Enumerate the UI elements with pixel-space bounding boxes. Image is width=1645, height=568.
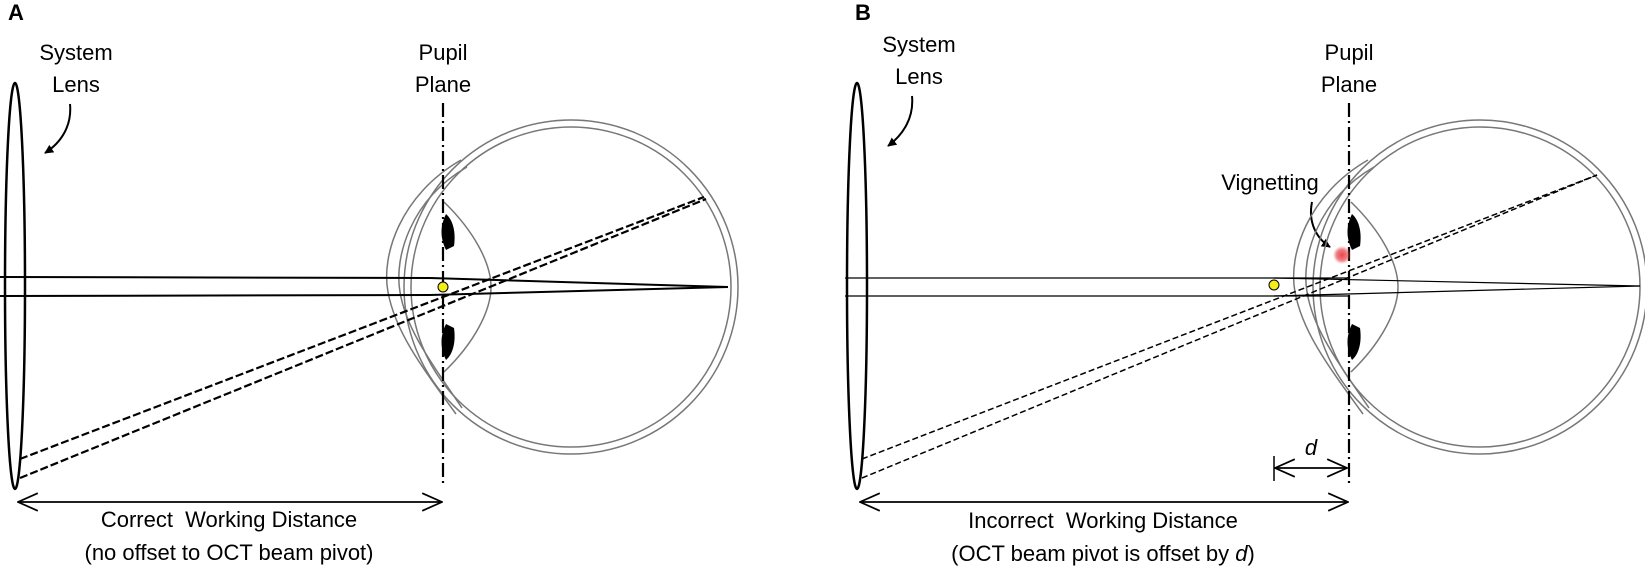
panel-b-distance-note-prefix: (OCT beam pivot is offset by xyxy=(951,541,1235,566)
panel-b-dashed-beam xyxy=(861,174,1598,479)
panel-a-lens-label-line1: System xyxy=(39,40,112,65)
panel-b-distance-note-suffix: ) xyxy=(1248,541,1255,566)
panel-b-letter: B xyxy=(855,0,871,25)
panel-a-pupil-label-line1: Pupil xyxy=(419,40,468,65)
panel-b-vignetting-spot xyxy=(1333,246,1351,264)
panel-b-distance-note: (OCT beam pivot is offset by d) xyxy=(951,541,1255,566)
panel-a-dashed-beam xyxy=(19,195,707,480)
panel-b-distance-label: Incorrect Working Distance xyxy=(968,508,1238,533)
panel-a-lens-label-line2: Lens xyxy=(52,72,100,97)
panel-b-iris xyxy=(1347,214,1361,360)
panel-b: B System Lens Pupil Plane Vignetting xyxy=(845,0,1645,566)
panel-a-distance-note: (no offset to OCT beam pivot) xyxy=(85,540,374,565)
panel-b-lens-pointer-arrow xyxy=(887,95,914,147)
panel-a-distance-label: Correct Working Distance xyxy=(101,507,357,532)
panel-b-offset-label: d xyxy=(1305,435,1318,460)
panel-b-beam-pivot-dot xyxy=(1268,279,1280,291)
panel-a-solid-beam xyxy=(0,276,729,297)
panel-a-lens-pointer-arrow xyxy=(44,103,72,154)
panel-a-beam-pivot-dot xyxy=(437,281,449,293)
panel-b-vignetting-label: Vignetting xyxy=(1221,170,1318,195)
panel-b-pupil-label-line1: Pupil xyxy=(1325,40,1374,65)
panel-b-lens-label-line2: Lens xyxy=(895,64,943,89)
panel-b-vignetting-pointer-arrow xyxy=(1310,201,1331,248)
panel-b-distance-note-var: d xyxy=(1235,541,1248,566)
panel-b-lens-label-line1: System xyxy=(882,32,955,57)
panel-b-system-lens xyxy=(845,81,869,491)
panel-a-iris xyxy=(441,214,455,360)
panel-b-solid-beam xyxy=(845,277,1641,297)
panel-a: A System Lens Pupil Plane xyxy=(0,0,739,565)
panel-a-letter: A xyxy=(8,0,24,25)
panel-b-pupil-label-line2: Plane xyxy=(1321,72,1377,97)
panel-a-system-lens xyxy=(3,81,27,491)
panel-a-pupil-label-line2: Plane xyxy=(415,72,471,97)
